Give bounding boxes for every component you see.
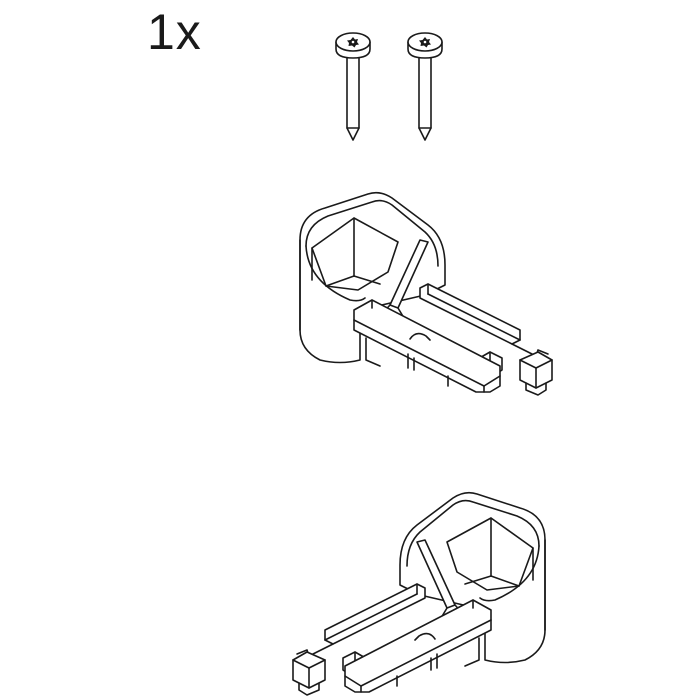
clip-bracket-left-ring [299,191,553,396]
quantity-label: 1x [147,4,202,60]
screw-icon [407,32,443,141]
clip-bracket-right-ring [292,491,546,696]
screw-icon [335,32,371,141]
